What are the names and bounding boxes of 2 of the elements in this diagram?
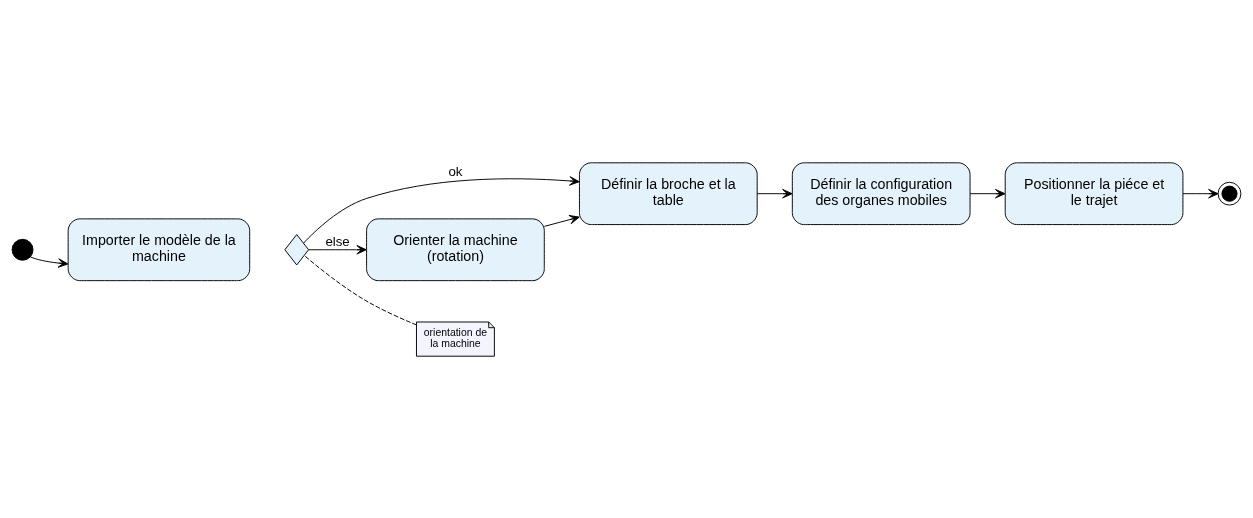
edge-label: ok bbox=[448, 163, 463, 179]
edge-label: else bbox=[325, 233, 350, 249]
